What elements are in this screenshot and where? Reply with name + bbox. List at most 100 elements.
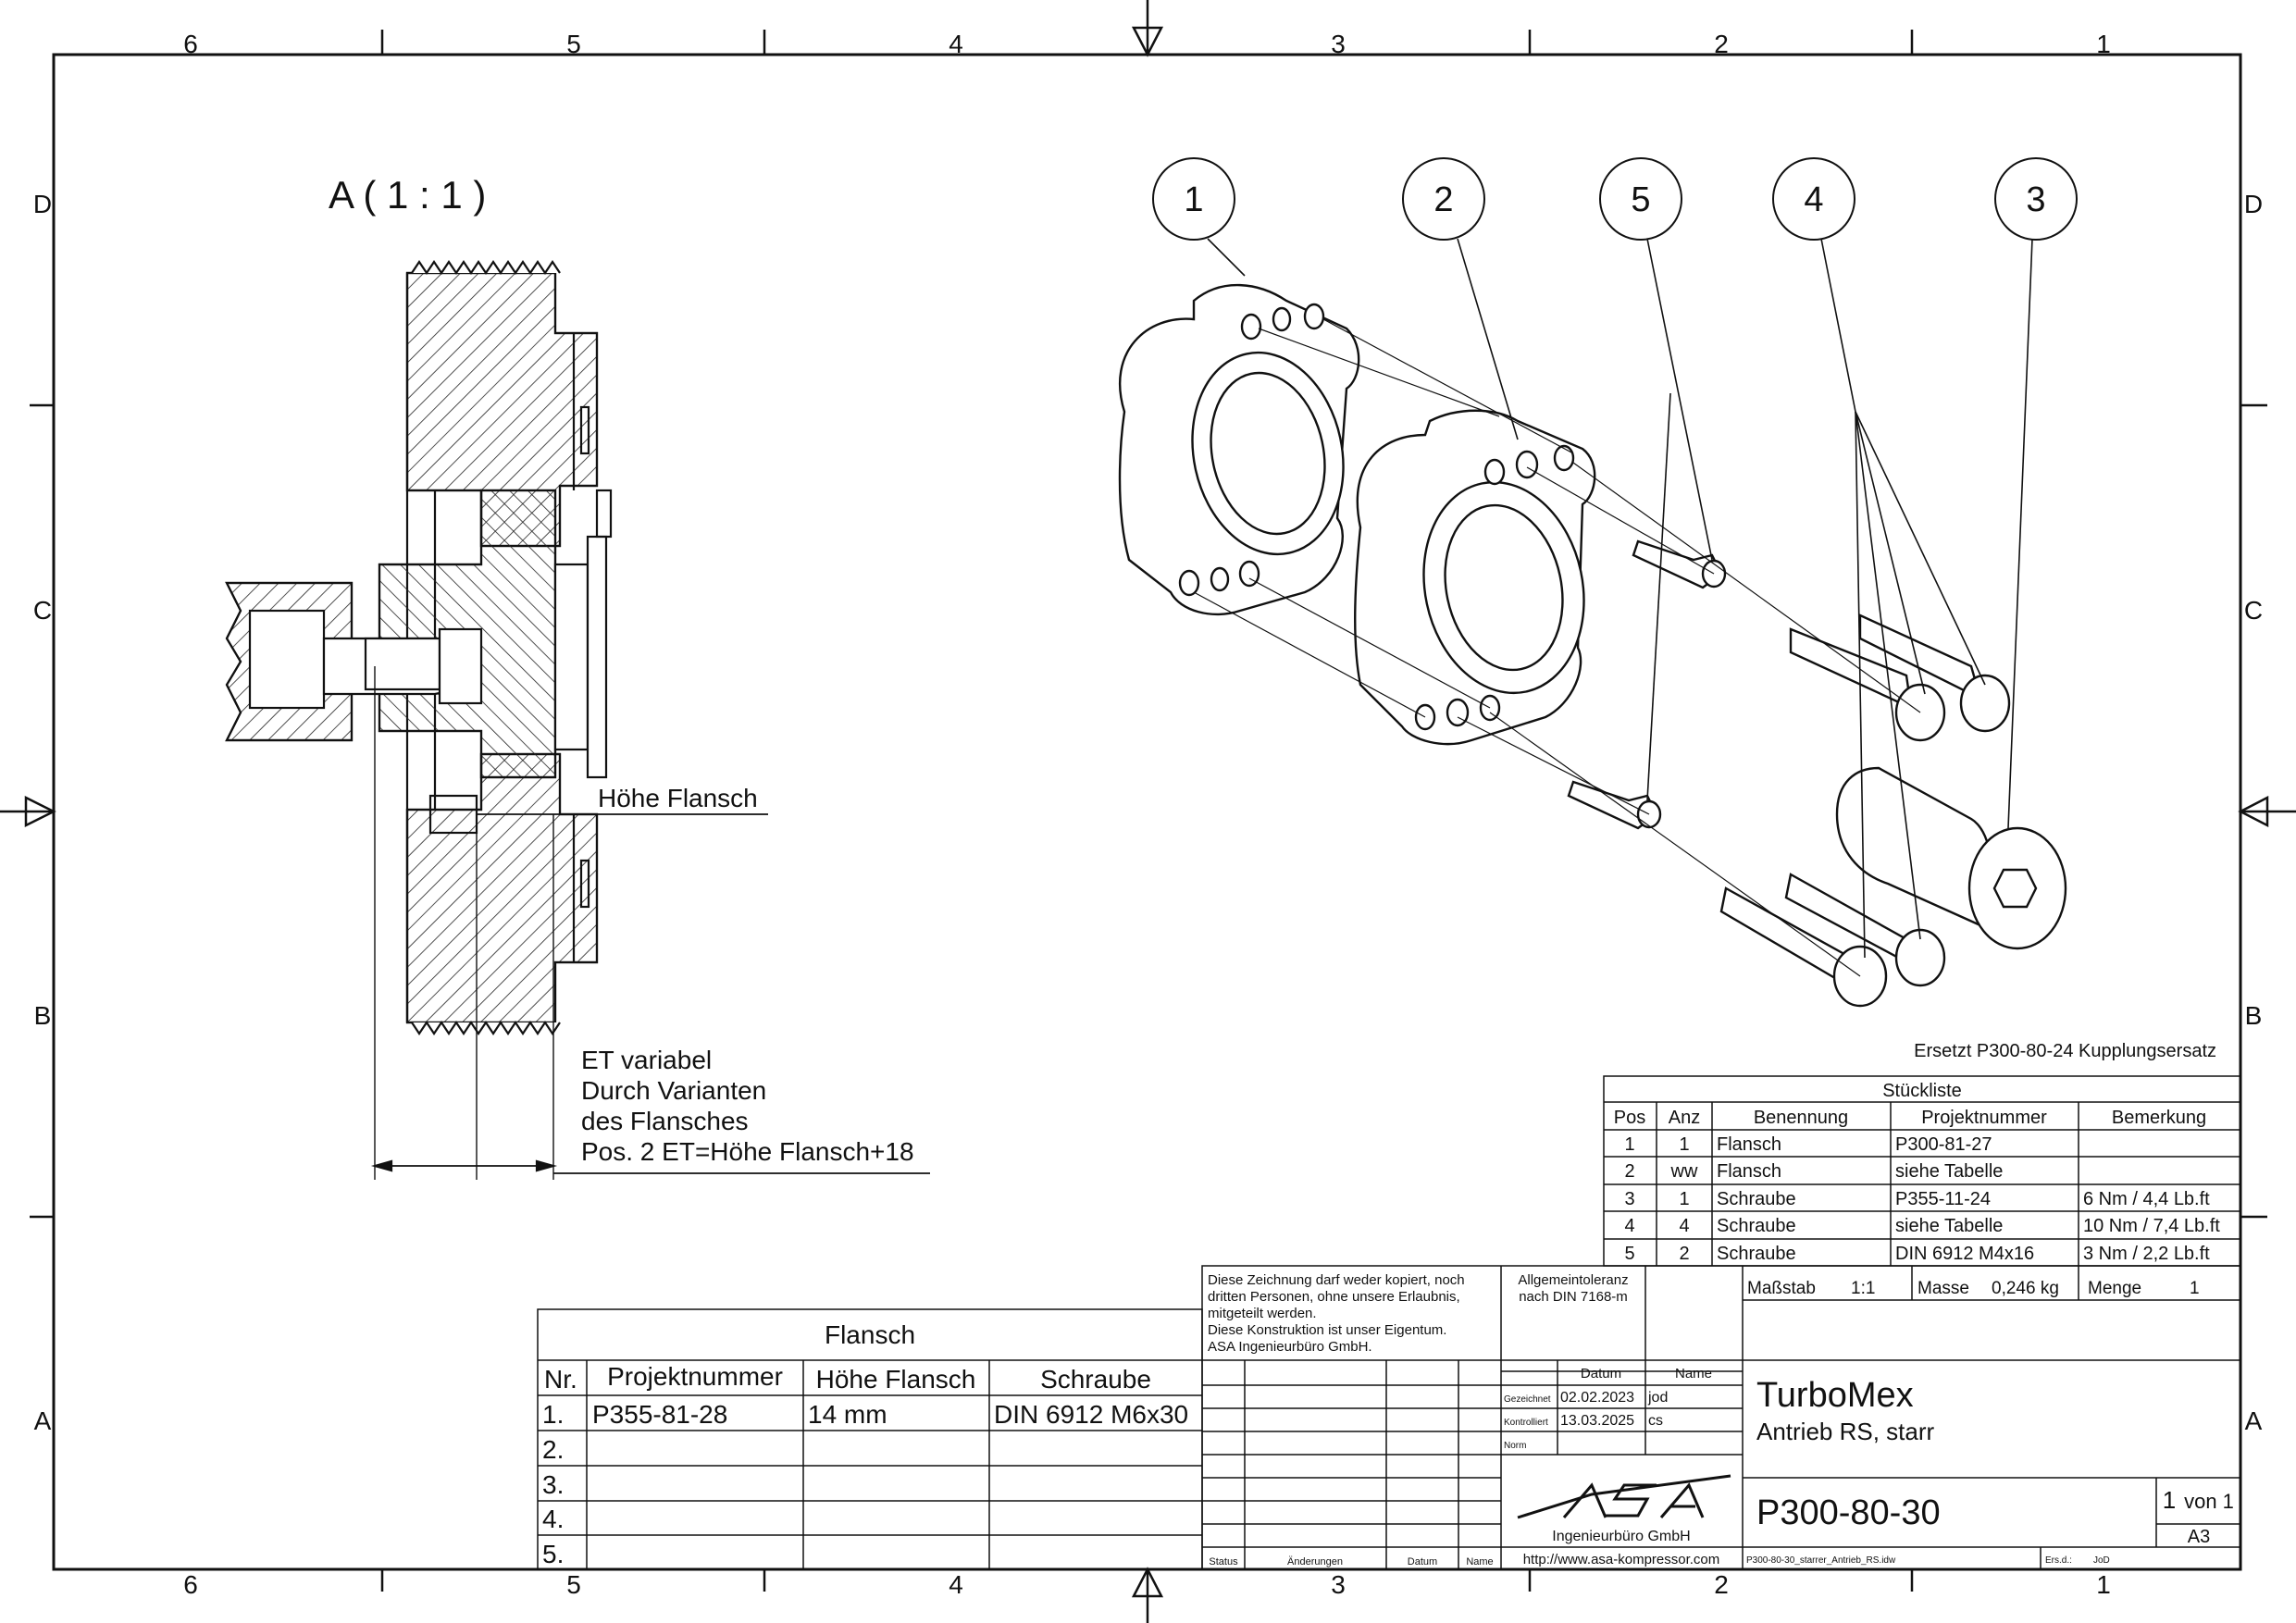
col-label-2-bottom: 2 xyxy=(1714,1570,1729,1599)
bolt-part-4-b xyxy=(1858,613,2011,733)
col-label-2-top: 2 xyxy=(1714,30,1729,58)
parts-list-header-projektnummer: Projektnummer xyxy=(1921,1108,2047,1128)
parts-row-4-pos: 4 xyxy=(1624,1216,1634,1236)
flange-row-1-number: P355-81-28 xyxy=(592,1400,727,1429)
revision-header-name: Name xyxy=(1466,1556,1493,1567)
copyright-line-2: dritten Personen, ohne unsere Erlaubnis, xyxy=(1208,1289,1460,1305)
replaces-note: Ersetzt P300-80-24 Kupplungsersatz xyxy=(1914,1041,2216,1061)
parts-row-5-pos: 5 xyxy=(1624,1244,1634,1264)
product-subtitle: Antrieb RS, starr xyxy=(1756,1418,1935,1445)
balloon-3-label: 3 xyxy=(2026,180,2045,219)
flange-table-header-hoehe: Höhe Flansch xyxy=(816,1365,976,1394)
flange-table-header-schraube: Schraube xyxy=(1040,1365,1151,1394)
balloon-3: 3 xyxy=(1994,157,2078,829)
col-label-6-bottom: 6 xyxy=(183,1570,198,1599)
parts-list-header-benennung: Benennung xyxy=(1754,1108,1848,1128)
parts-row-2-name: Flansch xyxy=(1717,1161,1781,1182)
bolt-part-5-lower xyxy=(1567,780,1662,830)
row-label-c-right: C xyxy=(2244,596,2263,625)
sheet-number: 1 xyxy=(2163,1486,2176,1514)
parts-row-4-anz: 4 xyxy=(1679,1216,1689,1236)
col-label-4-top: 4 xyxy=(949,30,963,58)
parts-row-4-number: siehe Tabelle xyxy=(1895,1216,2003,1236)
parts-row-1-pos: 1 xyxy=(1624,1134,1634,1155)
name-header: Name xyxy=(1675,1366,1712,1381)
copyright-line-1: Diese Zeichnung darf weder kopiert, noch xyxy=(1208,1272,1465,1288)
section-view-title: A ( 1 : 1 ) xyxy=(329,173,486,217)
parts-row-5-anz: 2 xyxy=(1679,1244,1689,1264)
file-name: P300-80-30_starrer_Antrieb_RS.idw xyxy=(1746,1555,1896,1566)
row-label-a-left: A xyxy=(34,1406,52,1435)
parts-row-4-remark: 10 Nm / 7,4 Lb.ft xyxy=(2083,1216,2220,1236)
scale-label: Maßstab xyxy=(1747,1279,1816,1298)
scale-value: 1:1 xyxy=(1851,1279,1875,1298)
drawing-number: P300-80-30 xyxy=(1756,1493,1941,1532)
parts-list-header-anz: Anz xyxy=(1669,1108,1700,1128)
parts-row-2-number: siehe Tabelle xyxy=(1895,1161,2003,1182)
revision-header-status: Status xyxy=(1209,1556,1238,1567)
frame-column-labels: 6 5 4 3 2 1 6 5 4 3 2 1 xyxy=(183,30,2111,1599)
et-note-line-4: Pos. 2 ET=Höhe Flansch+18 xyxy=(581,1137,914,1166)
balloon-4-label: 4 xyxy=(1804,180,1823,219)
revision-header-changes: Änderungen xyxy=(1287,1556,1343,1567)
parts-row-4-name: Schraube xyxy=(1717,1216,1796,1236)
parts-row-3-remark: 6 Nm / 4,4 Lb.ft xyxy=(2083,1189,2210,1209)
parts-row-5-name: Schraube xyxy=(1717,1244,1796,1264)
parts-row-3-name: Schraube xyxy=(1717,1189,1796,1209)
sheet-of: von 1 xyxy=(2184,1490,2234,1513)
parts-row-1-name: Flansch xyxy=(1717,1134,1781,1155)
parts-list-header-bemerkung: Bemerkung xyxy=(2112,1108,2206,1128)
copyright-line-5: ASA Ingenieurbüro GmbH. xyxy=(1208,1339,1372,1355)
parts-list: Stückliste Pos Anz Benennung Projektnumm… xyxy=(1603,1075,2241,1267)
center-screw-part-3 xyxy=(1835,766,2067,950)
drawn-name: jod xyxy=(1647,1390,1668,1406)
datum-header: Datum xyxy=(1581,1366,1621,1381)
tolerance-line-2: nach DIN 7168-m xyxy=(1519,1289,1628,1305)
flange-row-1-screw: DIN 6912 M6x30 xyxy=(994,1400,1188,1429)
flange-row-4-nr: 4. xyxy=(542,1505,564,1533)
flange-row-2-nr: 2. xyxy=(542,1435,564,1464)
col-label-4-bottom: 4 xyxy=(949,1570,963,1599)
drawn-by-label: Gezeichnet xyxy=(1504,1394,1551,1405)
section-view-drawing xyxy=(225,260,930,1180)
flange-table-title: Flansch xyxy=(825,1320,915,1349)
tolerance-line-1: Allgemeintoleranz xyxy=(1518,1272,1628,1288)
parts-list-header-pos: Pos xyxy=(1614,1108,1645,1128)
col-label-5-bottom: 5 xyxy=(566,1570,581,1599)
flange-row-5-nr: 5. xyxy=(542,1540,564,1568)
frame-row-labels: D C B A D C B A xyxy=(33,190,2263,1435)
parts-row-5-remark: 3 Nm / 2,2 Lb.ft xyxy=(2083,1244,2210,1264)
flange-part-1 xyxy=(1118,283,1360,616)
et-note-line-1: ET variabel xyxy=(581,1046,712,1074)
balloon-2-label: 2 xyxy=(1433,180,1453,219)
mass-value: 0,246 kg xyxy=(1992,1279,2059,1298)
et-note: ET variabel Durch Varianten des Flansche… xyxy=(581,1046,914,1166)
parts-row-2-anz: ww xyxy=(1670,1161,1698,1182)
parts-list-title: Stückliste xyxy=(1882,1081,1962,1101)
exploded-view-drawing xyxy=(1118,283,2067,1008)
paper-format: A3 xyxy=(2188,1527,2210,1547)
copyright-line-3: mitgeteilt werden. xyxy=(1208,1306,1317,1321)
replaced-by-label: Ers.d.: xyxy=(2045,1555,2072,1566)
col-label-5-top: 5 xyxy=(566,30,581,58)
drawn-date: 02.02.2023 xyxy=(1560,1390,1634,1406)
revision-header-date: Datum xyxy=(1408,1556,1437,1567)
title-block: Diese Zeichnung darf weder kopiert, noch… xyxy=(1201,1265,2241,1570)
row-label-a-right: A xyxy=(2245,1406,2263,1435)
et-note-line-2: Durch Varianten xyxy=(581,1076,766,1105)
balloon-5: 5 xyxy=(1599,157,1713,801)
flange-height-dimension-label: Höhe Flansch xyxy=(598,784,758,812)
checked-by-label: Kontrolliert xyxy=(1504,1418,1548,1428)
parts-row-5-number: DIN 6912 M4x16 xyxy=(1895,1244,2034,1264)
row-label-d-right: D xyxy=(2244,190,2263,218)
bolt-part-5-upper xyxy=(1632,539,1727,589)
parts-row-3-number: P355-11-24 xyxy=(1895,1189,1991,1209)
col-label-3-bottom: 3 xyxy=(1331,1570,1346,1599)
replaced-by-value: JoD xyxy=(2093,1555,2110,1566)
mass-label: Masse xyxy=(1917,1279,1969,1298)
parts-row-3-pos: 3 xyxy=(1624,1189,1634,1209)
balloon-1-label: 1 xyxy=(1184,180,1203,219)
balloon-2: 2 xyxy=(1402,157,1519,440)
quantity-label: Menge xyxy=(2088,1279,2141,1298)
